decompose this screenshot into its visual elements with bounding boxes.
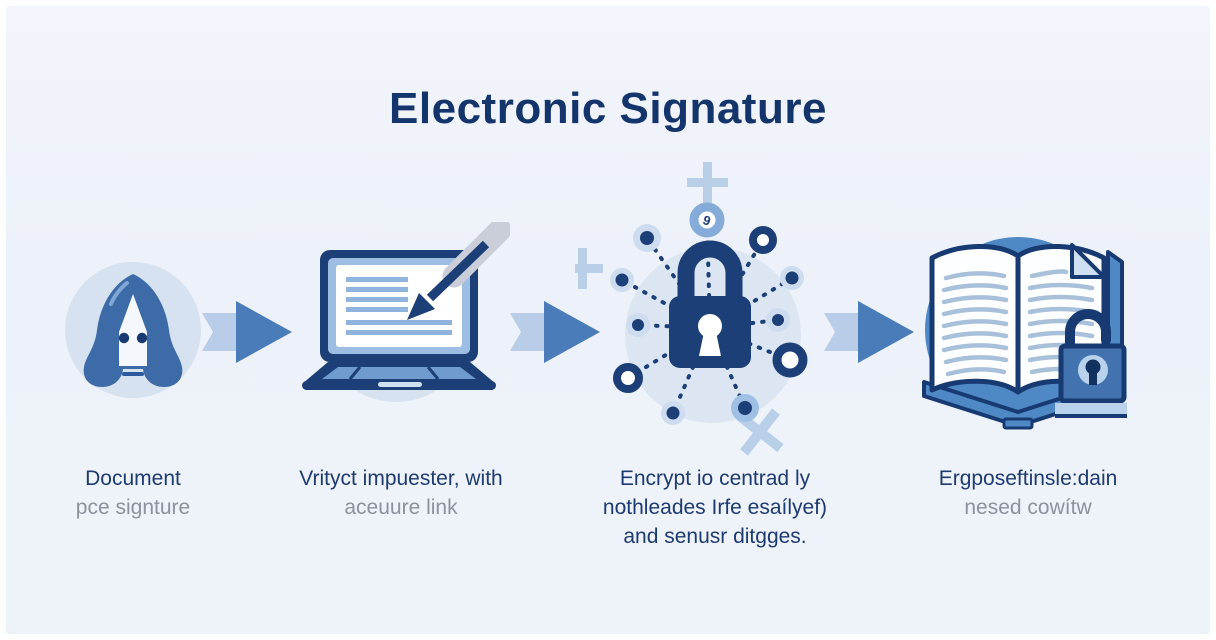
caption-line: Vrityct impuester, with — [299, 467, 503, 490]
right-arrow-icon — [510, 301, 600, 363]
caption-sign-on-laptop: Vrityct impuester, with aceuure link — [270, 464, 532, 522]
caption-encrypt: Encrypt io centrad ly nothleades Irfe es… — [573, 464, 857, 551]
caption-secure-record: Ergposeftinsle:dain nesed cowítw — [903, 464, 1153, 522]
laptop-signature-icon — [302, 222, 510, 402]
padlock-network-icon: 9 — [575, 162, 808, 456]
right-arrow-icon — [824, 301, 914, 363]
caption-line: nothleades Irfe esaílyef) — [602, 496, 828, 519]
pen-nib-icon — [65, 262, 201, 398]
caption-line: Document — [85, 467, 181, 490]
caption-line: pce signture — [75, 496, 191, 519]
caption-line: aceuure link — [344, 496, 458, 519]
caption-line: and senusr ditgges. — [623, 525, 807, 548]
book-lock-icon — [922, 237, 1127, 430]
page-title: Electronic Signature — [389, 84, 827, 133]
caption-line: Ergposeftinsle:dain — [938, 467, 1118, 490]
caption-line: Encrypt io centrad ly — [619, 467, 811, 490]
caption-document: Document pce signture — [23, 464, 243, 522]
caption-line: nesed cowítw — [964, 496, 1092, 519]
right-arrow-icon — [202, 301, 292, 363]
svg-text:9: 9 — [701, 212, 713, 229]
